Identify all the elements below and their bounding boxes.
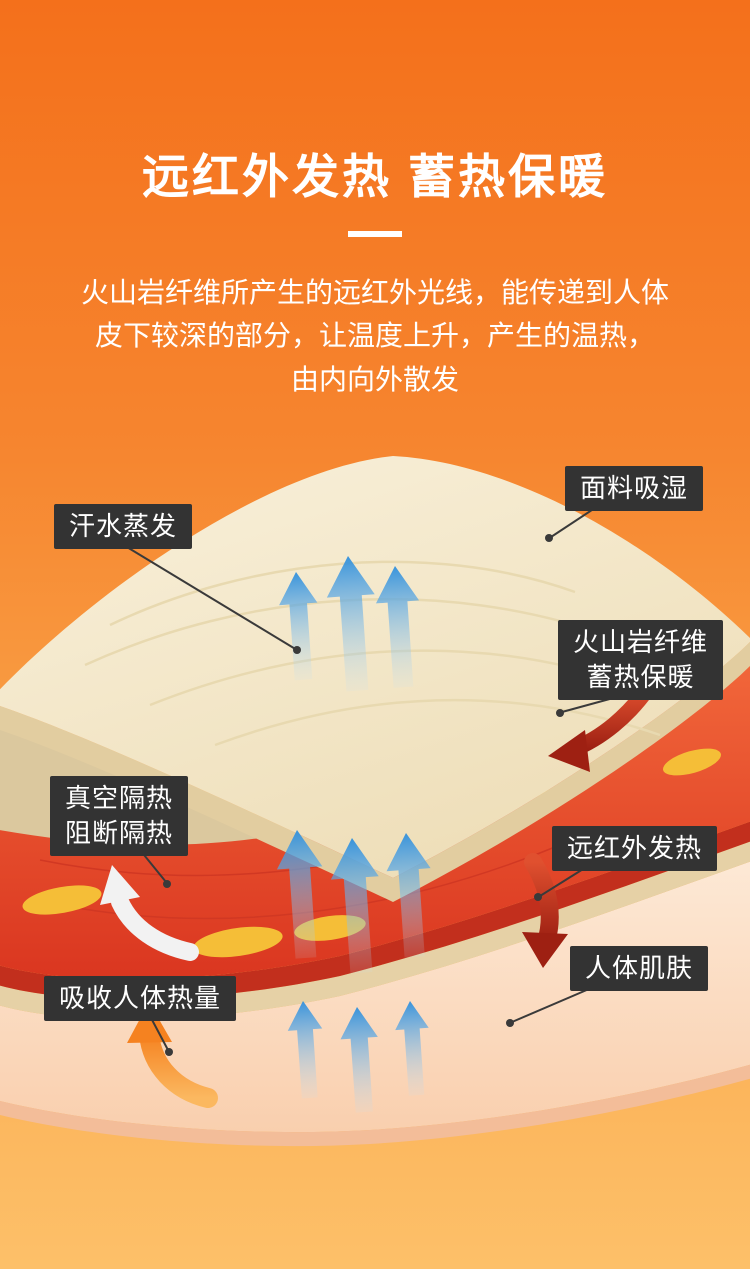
label-absorb-body-heat: 吸收人体热量 [44, 976, 237, 1022]
absorb-heat-arrow-icon [127, 1002, 218, 1108]
top-fabric-layer [0, 456, 750, 902]
label-volcanic-fiber: 火山岩纤维 蓄热保暖 [558, 620, 724, 701]
infrared-down-arrow-icon [522, 853, 568, 968]
label-fabric-moisture: 面料吸湿 [565, 466, 704, 512]
header-section: 远红外发热 蓄热保暖 火山岩纤维所产生的远红外光线，能传递到人体 皮下较深的部分… [0, 0, 750, 401]
skin-layer [0, 861, 750, 1147]
insulation-arrow-icon [100, 865, 199, 961]
label-sweat-evaporation: 汗水蒸发 [54, 504, 193, 550]
label-vacuum-insulation: 真空隔热 阻断隔热 [50, 776, 189, 857]
top-fabric-edge [0, 641, 750, 902]
title-divider [348, 231, 402, 237]
page-title: 远红外发热 蓄热保暖 [141, 150, 609, 203]
label-human-skin: 人体肌肤 [570, 946, 709, 992]
skin-layer-edge [0, 1064, 750, 1147]
label-far-infrared: 远红外发热 [552, 826, 718, 872]
description-text: 火山岩纤维所产生的远红外光线，能传递到人体 皮下较深的部分，让温度上升，产生的温… [80, 277, 669, 395]
